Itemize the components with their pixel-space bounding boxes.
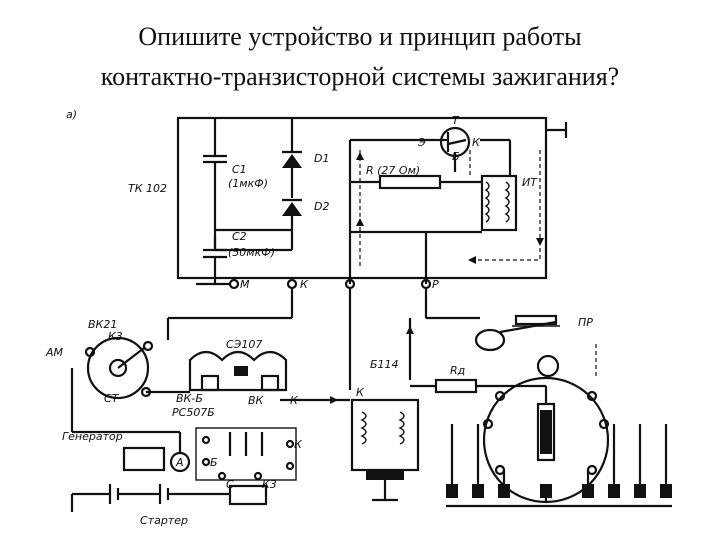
r-label: R (27 Ом) <box>366 164 420 177</box>
pr-label: ПР <box>578 316 593 329</box>
p-terminal-label: Р <box>432 278 439 291</box>
it-label: ИТ <box>522 176 538 189</box>
b-label: Б <box>452 150 460 163</box>
transistor-t <box>438 126 471 172</box>
spark-plugs <box>446 424 672 508</box>
ignition-coil-b114 <box>350 398 420 502</box>
c1-value: (1мкФ) <box>228 177 268 190</box>
resistor-rd <box>434 378 478 394</box>
arrow-up-2 <box>356 218 364 226</box>
st-label: СТ <box>104 392 120 405</box>
d1-label: D1 <box>314 152 329 165</box>
diode-d2 <box>282 198 302 250</box>
arrow-down-1 <box>536 238 544 246</box>
k3-relay-label: К3 <box>262 478 277 491</box>
ammeter-label: А <box>175 456 184 469</box>
battery <box>70 484 230 512</box>
terminal-row <box>196 278 432 290</box>
ignition-switch-vk21 <box>84 336 154 400</box>
starter-relay-rs507b <box>195 427 297 481</box>
c2-value: (50мкФ) <box>228 246 275 259</box>
generator-label: Генератор <box>62 430 123 443</box>
k-coil-label: К <box>356 386 365 399</box>
diode-d1 <box>282 118 302 198</box>
panel-label: а) <box>66 108 77 121</box>
starter-label: Стартер <box>140 514 188 527</box>
c1-label: С1 <box>232 163 247 176</box>
b-relay-label: Б <box>210 456 218 469</box>
k-relay-label: К <box>294 438 303 451</box>
resistor-unit-se107 <box>188 350 288 392</box>
k3-label: К3 <box>108 330 123 343</box>
vk21-label: ВК21 <box>88 318 117 331</box>
vk-label: ВК <box>248 394 265 407</box>
arrow-right-se <box>330 396 338 404</box>
am-label: АМ <box>45 346 64 359</box>
arrow-left-1 <box>468 256 476 264</box>
c-relay-label: С <box>226 478 234 491</box>
tk102-commutator-box <box>176 116 548 280</box>
t-label: Т <box>452 114 460 127</box>
arrow-up-coil <box>406 326 414 334</box>
vkb-label: ВК-Б <box>176 392 203 405</box>
tk102-label: ТК 102 <box>128 182 167 195</box>
b114-label: Б114 <box>370 358 399 371</box>
m-terminal-label: М <box>240 278 250 291</box>
c2-label: С2 <box>232 230 247 243</box>
capacitor-c1 <box>203 118 227 248</box>
d2-label: D2 <box>314 200 329 213</box>
se107-label: СЭ107 <box>226 338 262 351</box>
pulse-transformer-it <box>480 174 518 232</box>
ground-symbol-top <box>546 122 568 138</box>
contact-breaker-pr <box>474 314 560 378</box>
arrow-up-1 <box>356 152 364 160</box>
k-terminal-label: К <box>300 278 309 291</box>
capacitor-c2 <box>203 236 292 284</box>
k-transistor-label: К <box>472 136 481 149</box>
starter-motor <box>228 484 268 506</box>
page-title-line-2: контактно-транзисторной системы зажигани… <box>100 62 620 91</box>
resistor-r <box>378 174 442 190</box>
page-title-line-1: Опишите устройство и принцип работы <box>138 22 582 51</box>
current-path-right <box>470 150 541 261</box>
rd-label: Rд <box>450 364 465 377</box>
rs507b-label: РС507Б <box>172 406 215 419</box>
e-label: Э <box>417 136 426 149</box>
